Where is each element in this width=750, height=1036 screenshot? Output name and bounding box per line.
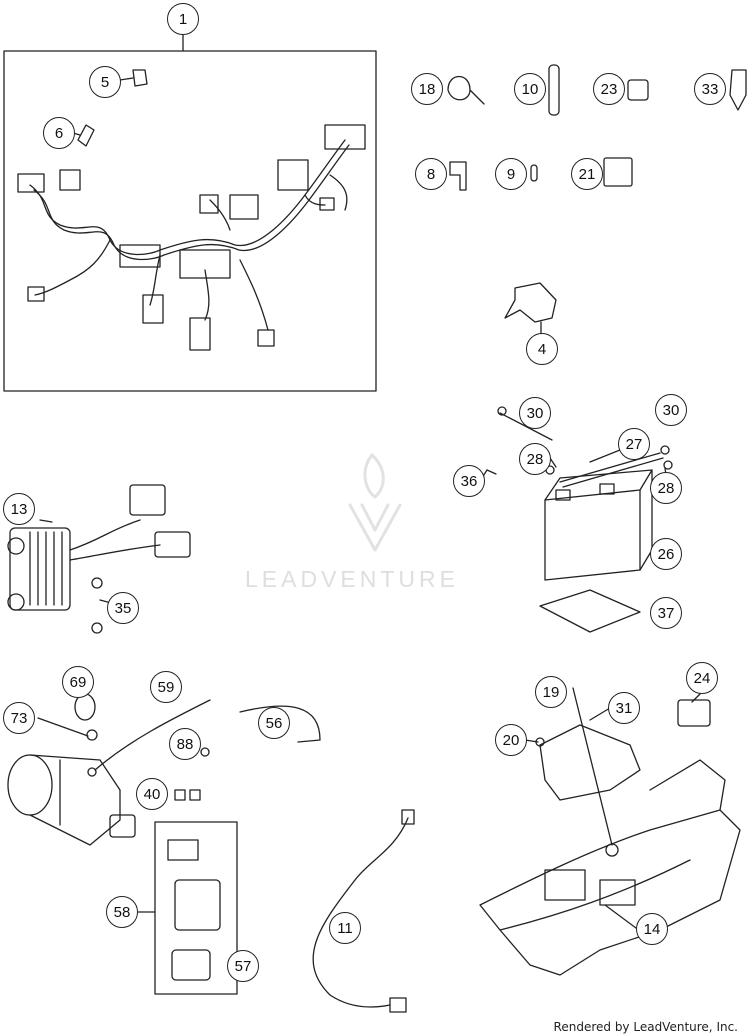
callout-30-right[interactable]: 30 — [655, 394, 687, 426]
part-8-bracket — [449, 161, 467, 191]
voltage-regulator — [7, 484, 191, 634]
part-21-connector — [603, 157, 633, 187]
callout-73[interactable]: 73 — [3, 702, 35, 734]
callout-23[interactable]: 23 — [593, 73, 625, 105]
callout-21[interactable]: 21 — [571, 158, 603, 190]
relay-kit-box — [154, 821, 238, 995]
callout-8[interactable]: 8 — [415, 158, 447, 190]
part-18-cable-tie — [447, 75, 485, 105]
battery-holder-frame — [479, 687, 741, 976]
footer-credit: Rendered by LeadVenture, Inc. — [553, 1020, 738, 1034]
main-wiring-harness — [17, 124, 366, 351]
part-6-plug — [77, 124, 95, 147]
callout-19[interactable]: 19 — [535, 676, 567, 708]
callout-30-left[interactable]: 30 — [519, 397, 551, 429]
callout-13[interactable]: 13 — [3, 493, 35, 525]
part-10-strap — [548, 64, 560, 116]
callout-28-right[interactable]: 28 — [650, 472, 682, 504]
callout-88[interactable]: 88 — [169, 728, 201, 760]
part-9-bulb — [530, 164, 538, 182]
callout-24[interactable]: 24 — [686, 662, 718, 694]
starter-motor — [7, 754, 136, 846]
callout-59[interactable]: 59 — [150, 671, 182, 703]
part-5-clip — [132, 69, 148, 87]
callout-35[interactable]: 35 — [107, 592, 139, 624]
callout-5[interactable]: 5 — [89, 66, 121, 98]
callout-10[interactable]: 10 — [514, 73, 546, 105]
callout-58[interactable]: 58 — [106, 896, 138, 928]
part-23-clip — [627, 79, 649, 101]
part-33-grommet — [729, 69, 747, 111]
callout-69[interactable]: 69 — [62, 666, 94, 698]
callout-18[interactable]: 18 — [411, 73, 443, 105]
callout-26[interactable]: 26 — [650, 538, 682, 570]
harness-kit-box — [3, 50, 377, 392]
callout-28-left[interactable]: 28 — [519, 443, 551, 475]
callout-31[interactable]: 31 — [608, 692, 640, 724]
cable-11 — [312, 817, 409, 1008]
callout-9[interactable]: 9 — [495, 158, 527, 190]
callout-20[interactable]: 20 — [495, 724, 527, 756]
callout-56[interactable]: 56 — [258, 707, 290, 739]
callout-11[interactable]: 11 — [329, 912, 361, 944]
callout-14[interactable]: 14 — [636, 913, 668, 945]
callout-27[interactable]: 27 — [618, 428, 650, 460]
callout-57[interactable]: 57 — [227, 950, 259, 982]
callout-6[interactable]: 6 — [43, 117, 75, 149]
part-37-pad — [539, 589, 641, 633]
callout-40[interactable]: 40 — [136, 778, 168, 810]
cable-56 — [239, 705, 321, 743]
watermark-logo — [348, 453, 402, 552]
callout-36[interactable]: 36 — [453, 465, 485, 497]
cable-59 — [94, 699, 211, 771]
callout-33[interactable]: 33 — [694, 73, 726, 105]
callout-4[interactable]: 4 — [526, 333, 558, 365]
watermark-brand: LEADVENTURE — [245, 566, 459, 592]
part-4-switch — [504, 282, 557, 323]
callout-1[interactable]: 1 — [167, 3, 199, 35]
callout-37[interactable]: 37 — [650, 597, 682, 629]
